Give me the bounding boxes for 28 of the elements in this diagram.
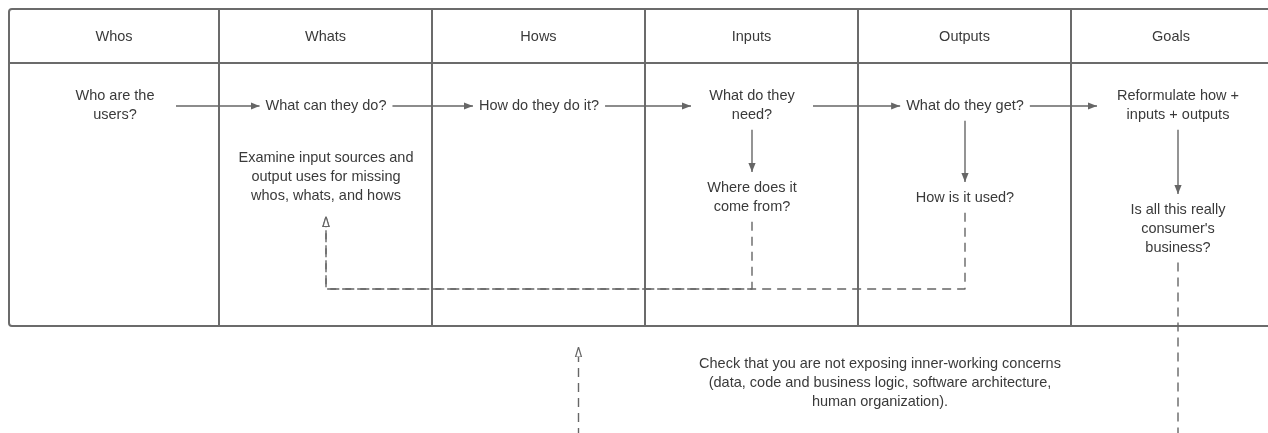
step-text: How do they do it? (478, 96, 600, 115)
step-text: How is it used? (915, 188, 1015, 207)
table-column (1070, 8, 1268, 327)
step-text: What can they do? (265, 96, 387, 115)
step-text: Is all this really consumer's business? (1115, 200, 1241, 257)
arrow (391, 102, 474, 110)
table-column (8, 8, 220, 327)
arrow (175, 102, 261, 110)
table-column (431, 8, 646, 327)
arrow (961, 120, 969, 183)
arrow (1029, 102, 1098, 110)
table-column (218, 8, 433, 327)
step-text: What do they get? (906, 96, 1024, 115)
dashed-arrow (322, 212, 966, 290)
step-text: Examine input sources and output uses for missing whos, whats, and hows (238, 148, 414, 205)
step-text: Where does it come from? (697, 178, 807, 216)
dashed-arrow (574, 261, 1179, 433)
column-header: Goals (1072, 10, 1268, 64)
table-column (644, 8, 859, 327)
arrow (1174, 129, 1182, 195)
arrow (748, 129, 756, 173)
arrow (604, 102, 692, 110)
step-text: Reformulate how + inputs + outputs (1103, 86, 1253, 124)
table-column (857, 8, 1072, 327)
note-text: Check that you are not exposing inner-working concerns (data, code and business logic, software architecture, human organization). (695, 354, 1065, 411)
arrow (812, 102, 901, 110)
step-text: What do they need? (697, 86, 807, 124)
step-text: Who are the users? (60, 86, 170, 124)
